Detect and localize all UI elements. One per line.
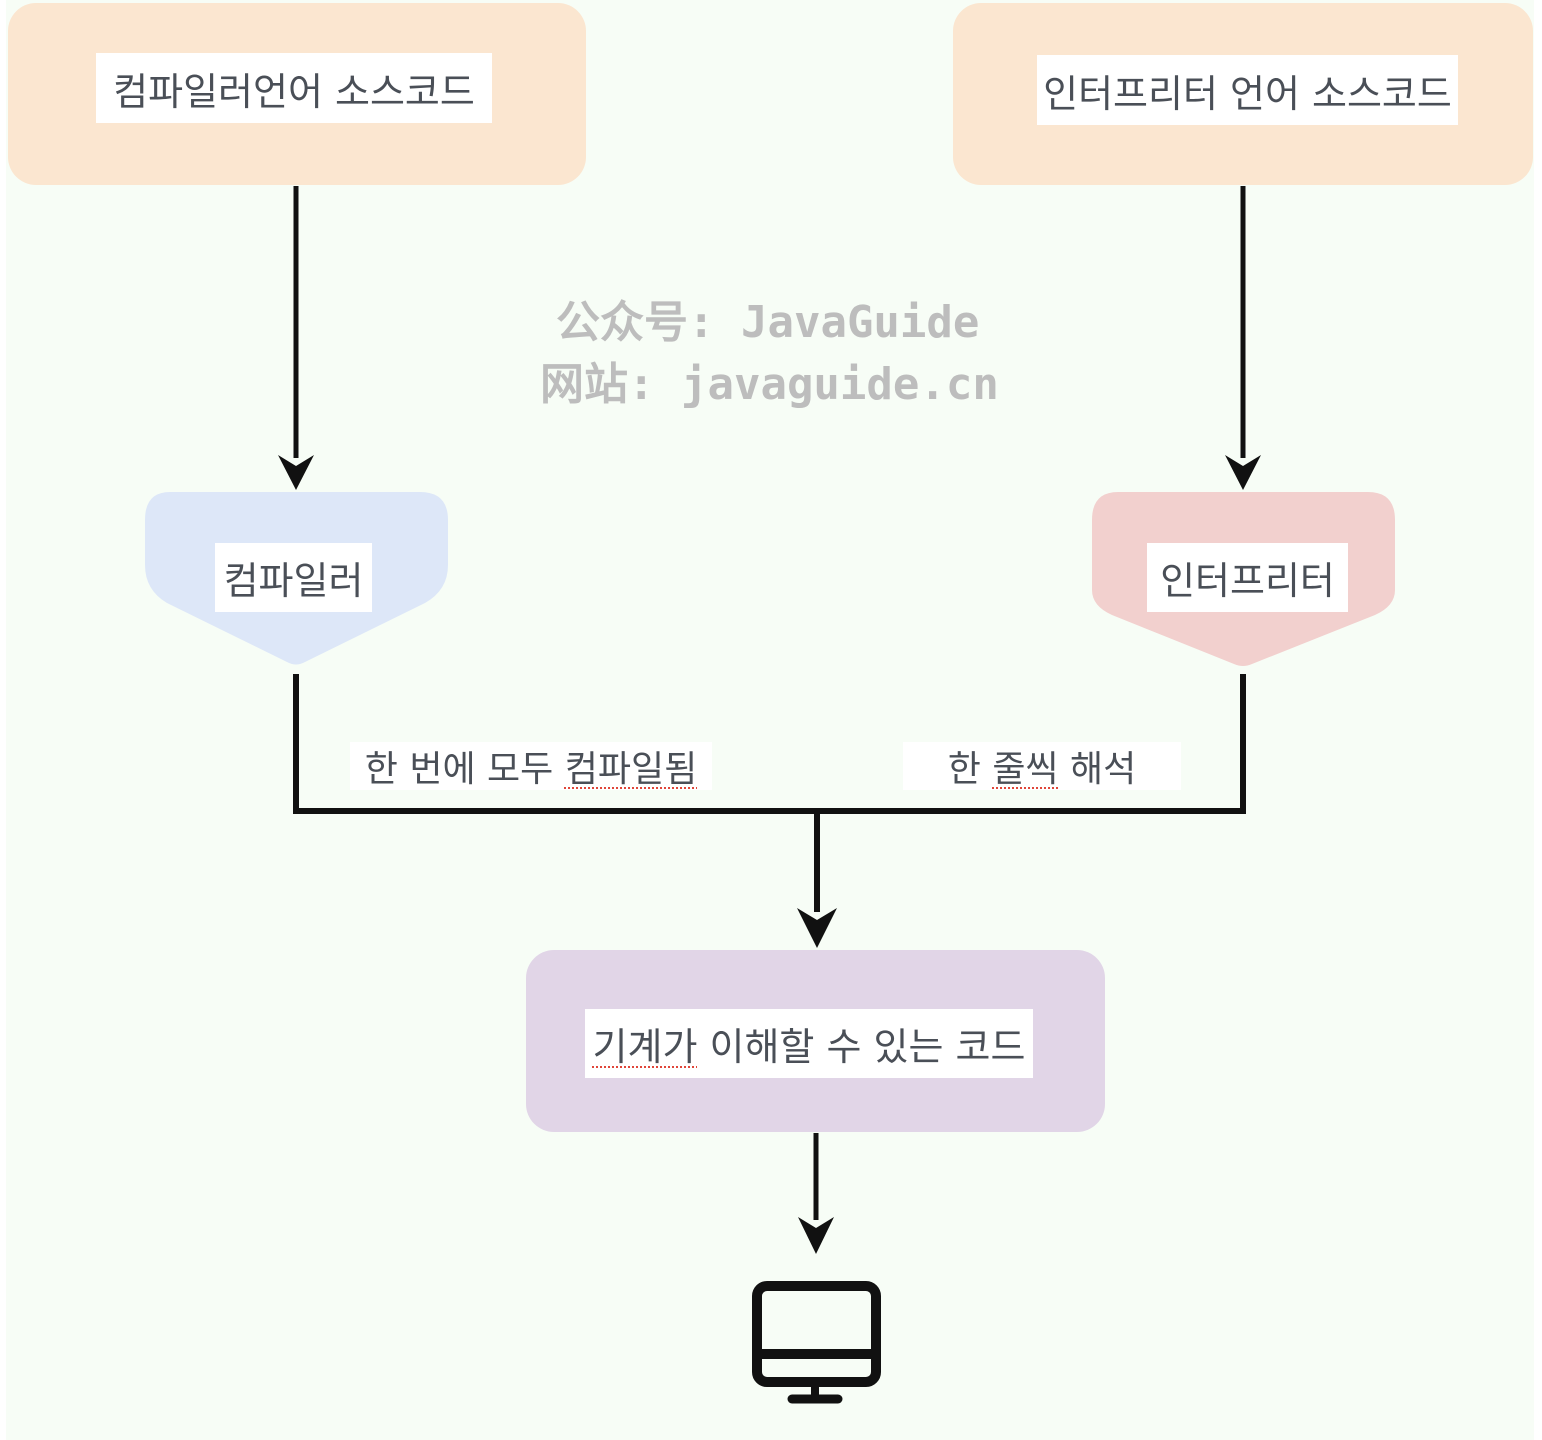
watermark: 公众号: JavaGuide 网站: javaguide.cn	[540, 292, 999, 416]
interpreter-edge-text-1: 한	[947, 749, 993, 790]
interpreter-text: 인터프리터	[1160, 559, 1335, 603]
monitor-icon	[752, 1281, 881, 1404]
interpreter-edge-text-2: 줄씩	[992, 749, 1059, 790]
compiler-text: 컴파일러	[223, 559, 364, 603]
arrowhead-compiler	[278, 455, 314, 490]
interpreter-edge-text-3: 해석	[1058, 749, 1137, 790]
diagram-canvas	[6, 0, 1534, 1440]
compiler-label: 컴파일러	[215, 543, 372, 612]
compiler-edge-label: 한 번에 모두 컴파일됨	[350, 742, 712, 790]
watermark-line-2: 网站: javaguide.cn	[540, 359, 999, 410]
arrowhead-machine-code	[797, 908, 837, 948]
watermark-line-1: 公众号: JavaGuide	[556, 297, 980, 348]
machine-code-text-1: 기계가	[592, 1025, 698, 1069]
arrowhead-interpreter	[1225, 455, 1261, 490]
arrowhead-computer	[798, 1217, 834, 1254]
machine-code-text-2: 이해할 수 있는 코드	[697, 1025, 1026, 1069]
interpreter-label: 인터프리터	[1147, 543, 1348, 612]
merge-connector	[293, 674, 1246, 814]
interpreted-source-label: 인터프리터 언어 소스코드	[1037, 55, 1458, 125]
compiled-source-label: 컴파일러언어 소스코드	[96, 53, 492, 123]
machine-code-label: 기계가 이해할 수 있는 코드	[585, 1009, 1033, 1078]
compiled-source-text: 컴파일러언어 소스코드	[113, 69, 475, 114]
interpreter-edge-label: 한 줄씩 해석	[903, 742, 1181, 790]
compiler-edge-text-2: 컴파일됨	[564, 749, 698, 790]
compiler-edge-text-1: 한 번에 모두	[364, 749, 565, 790]
interpreted-source-text: 인터프리터 언어 소스코드	[1043, 71, 1452, 116]
